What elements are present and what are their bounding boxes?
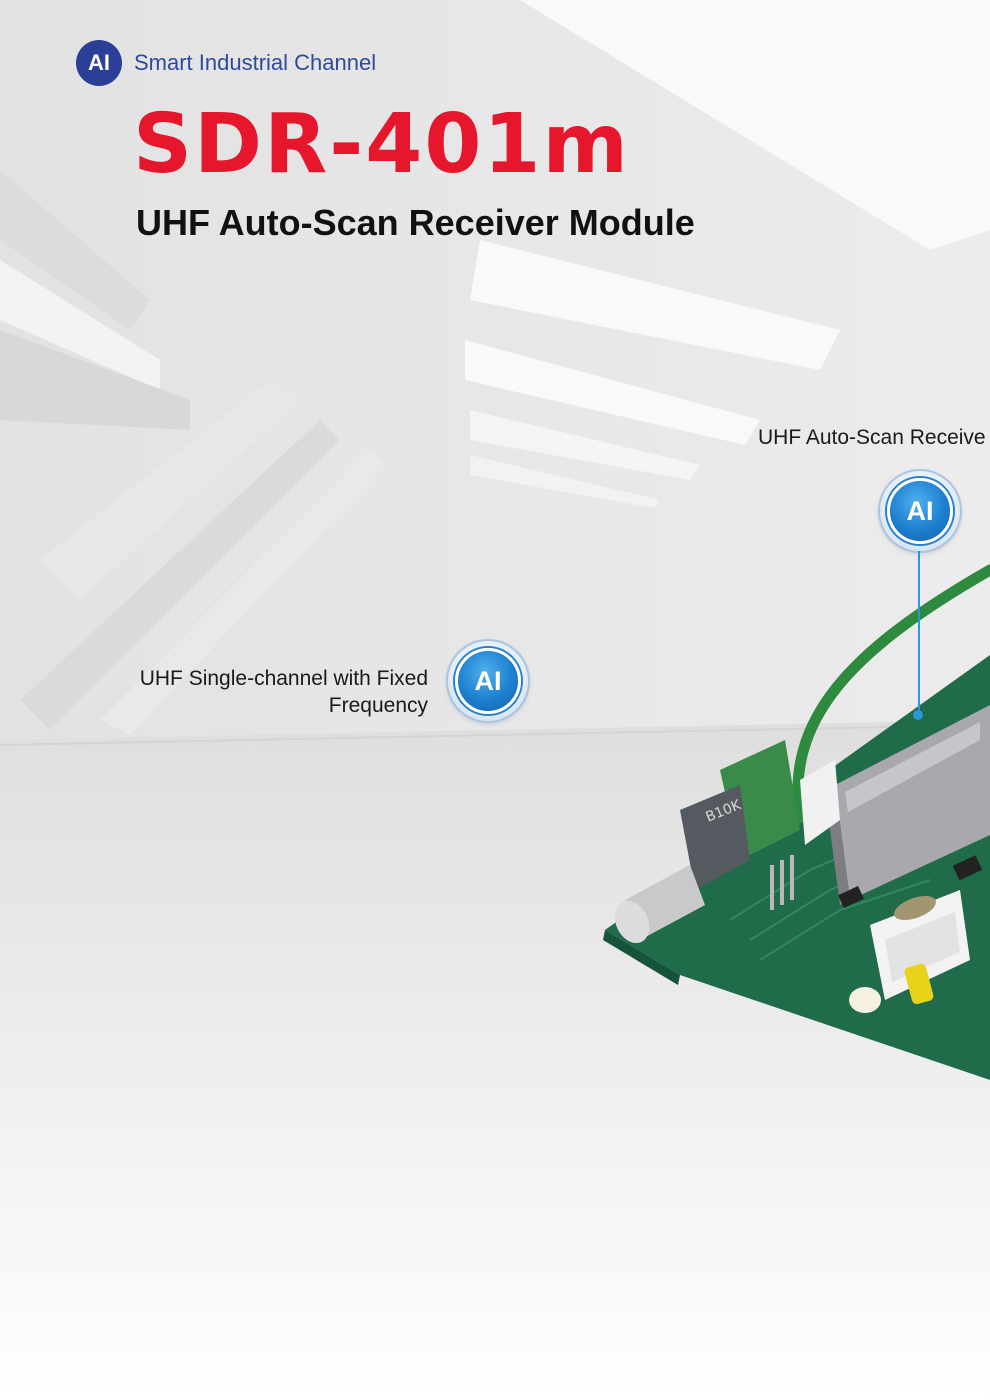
callout-line bbox=[918, 551, 920, 714]
channel-name: Smart Industrial Channel bbox=[134, 50, 377, 75]
ai-logo-text: AI bbox=[88, 50, 110, 75]
ai-badge-text: AI bbox=[474, 665, 502, 696]
ai-badge-icon: AI bbox=[455, 648, 521, 714]
feature-label-auto-scan: UHF Auto-Scan Receive bbox=[758, 426, 986, 449]
ai-badge-text: AI bbox=[906, 495, 934, 526]
antenna-wire bbox=[792, 564, 990, 824]
pcb-module-image: B10K bbox=[603, 564, 990, 1080]
brand-header: AI Smart Industrial Channel bbox=[76, 40, 376, 86]
callout-dot bbox=[913, 710, 923, 720]
feature-label-single-channel: UHF Single-channel with Fixed Frequency bbox=[139, 667, 428, 717]
ai-badge-auto-scan[interactable]: AI bbox=[880, 471, 960, 551]
product-model-title: SDR-401m bbox=[133, 97, 630, 192]
product-subtitle: UHF Auto-Scan Receiver Module bbox=[136, 202, 695, 243]
ai-badge-single-channel[interactable]: AI bbox=[448, 641, 528, 721]
ai-logo-icon: AI bbox=[76, 40, 122, 86]
ai-badge-icon: AI bbox=[887, 478, 953, 544]
